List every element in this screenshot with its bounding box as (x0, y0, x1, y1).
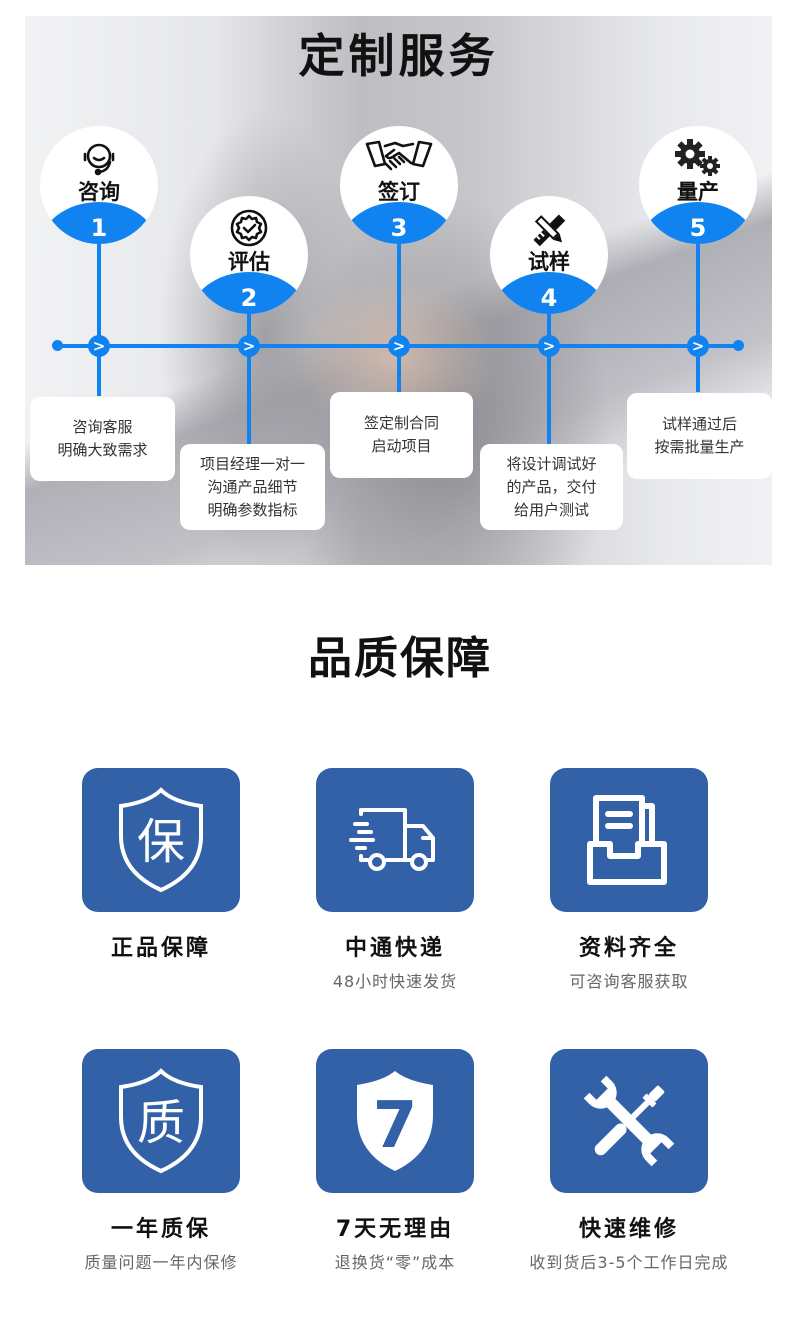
wrench-screwdriver-icon (550, 1049, 708, 1193)
feature-subtitle: 质量问题一年内保修 (84, 1253, 238, 1272)
document-tray-icon (550, 768, 708, 912)
feature-fast-repair: 快速维修 收到货后3-5个工作日完成 (514, 1049, 744, 1273)
timeline-arrow-3: > (388, 335, 410, 357)
step-5-connector (696, 216, 700, 392)
step-5-circle: 量产 5 (639, 126, 757, 244)
step-5-number: 5 (689, 214, 707, 242)
shield-seven-icon: 7 (316, 1049, 474, 1193)
step-1-description: 咨询客服 明确大致需求 (30, 397, 175, 481)
step-4-label: 试样 (528, 250, 570, 274)
feature-genuine-guarantee: 保 正品保障 (46, 768, 276, 968)
timeline-end-dot (733, 340, 744, 351)
step-1-circle: 咨询 1 (40, 126, 158, 244)
step-3-label: 签订 (378, 180, 420, 204)
step-3-number: 3 (390, 214, 408, 242)
step-2-description: 项目经理一对一 沟通产品细节 明确参数指标 (180, 444, 325, 530)
feature-title: 资料齐全 (578, 936, 679, 961)
timeline-start-dot (52, 340, 63, 351)
feature-complete-docs: 资料齐全 可咨询客服获取 (514, 768, 744, 992)
step-2-connector (247, 286, 251, 448)
shield-zhi-icon: 质 (82, 1049, 240, 1193)
svg-text:保: 保 (137, 814, 185, 870)
handshake-icon (340, 138, 458, 178)
feature-subtitle: 可咨询客服获取 (569, 972, 689, 991)
feature-title: 快速维修 (578, 1217, 679, 1242)
feature-one-year-warranty: 质 一年质保 质量问题一年内保修 (46, 1049, 276, 1273)
step-5-description: 试样通过后 按需批量生产 (627, 393, 772, 479)
step-1-connector (97, 216, 101, 396)
step-2-circle: 评估 2 (190, 196, 308, 314)
feature-title: 7天无理由 (335, 1217, 455, 1242)
svg-text:7: 7 (373, 1089, 418, 1163)
timeline-arrow-5: > (687, 335, 709, 357)
feature-zto-express: 中通快递 48小时快速发货 (280, 768, 510, 992)
quality-section-title: 品质保障 (308, 633, 492, 684)
feature-subtitle: 48小时快速发货 (332, 972, 458, 991)
feature-title: 一年质保 (110, 1217, 211, 1242)
shield-bao-icon: 保 (82, 768, 240, 912)
pencil-ruler-icon (490, 208, 608, 248)
step-3-description: 签定制合同 启动项目 (330, 392, 473, 478)
timeline-arrow-4: > (538, 335, 560, 357)
feature-title: 正品保障 (110, 936, 211, 961)
step-4-circle: 试样 4 (490, 196, 608, 314)
feature-subtitle: 退换货“零”成本 (334, 1253, 456, 1272)
step-4-connector (547, 286, 551, 448)
gears-icon (639, 138, 757, 178)
custom-service-banner: 定制服务 > > > > > 咨询 1 (25, 16, 772, 565)
feature-subtitle: 收到货后3-5个工作日完成 (529, 1253, 729, 1272)
headset-icon (40, 138, 158, 178)
step-3-connector (397, 216, 401, 392)
step-3-circle: 签订 3 (340, 126, 458, 244)
step-1-number: 1 (90, 214, 108, 242)
step-4-number: 4 (540, 284, 558, 312)
timeline-arrow-1: > (88, 335, 110, 357)
badge-check-icon (190, 208, 308, 248)
timeline-arrow-2: > (238, 335, 260, 357)
svg-text:质: 质 (137, 1095, 185, 1151)
feature-title: 中通快递 (344, 936, 445, 961)
step-2-label: 评估 (228, 250, 270, 274)
banner-title: 定制服务 (298, 29, 499, 83)
delivery-truck-icon (316, 768, 474, 912)
step-2-number: 2 (240, 284, 258, 312)
step-5-label: 量产 (677, 180, 719, 204)
feature-7-day-return: 7 7天无理由 退换货“零”成本 (280, 1049, 510, 1273)
step-4-description: 将设计调试好 的产品，交付 给用户测试 (480, 444, 623, 530)
step-1-label: 咨询 (78, 180, 120, 204)
